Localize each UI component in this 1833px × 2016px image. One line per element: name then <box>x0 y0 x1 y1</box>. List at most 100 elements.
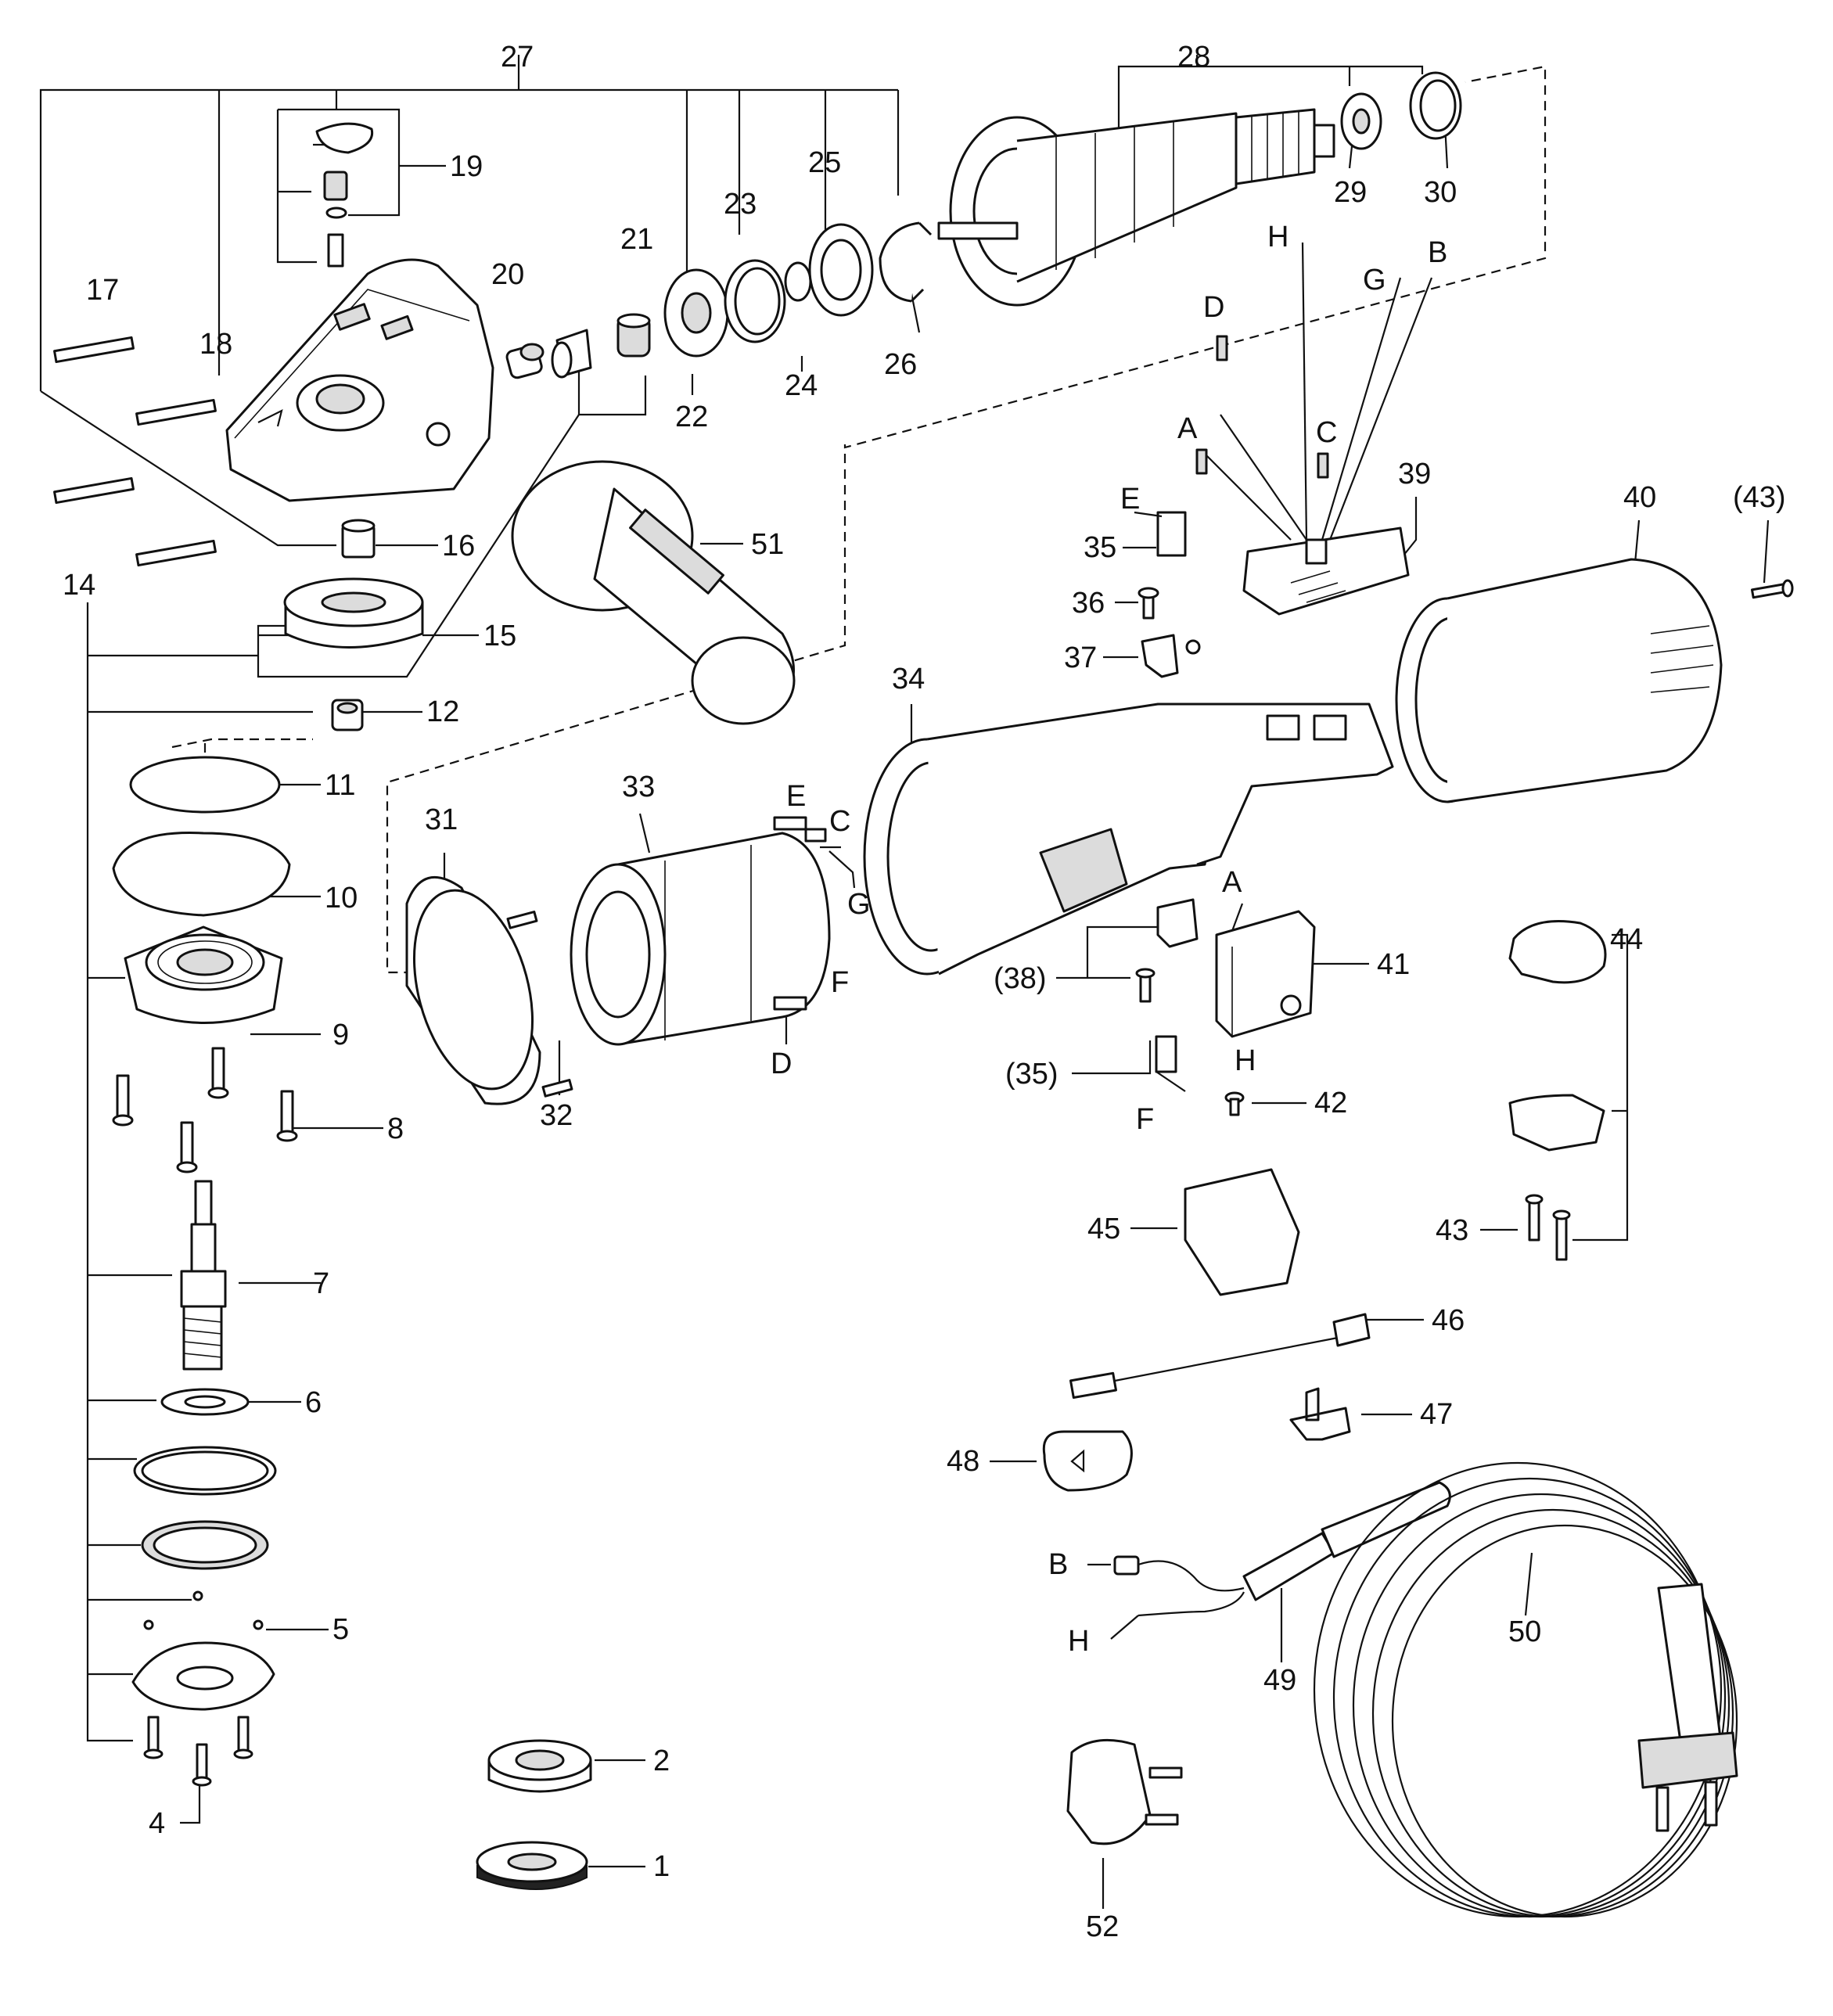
screw-8 <box>112 1047 298 1173</box>
callout-labels: 1 2 4 5 6 7 8 9 10 11 12 14 15 16 17 18 … <box>63 41 1786 1943</box>
wire-label-top-b: B <box>1428 236 1447 269</box>
callout-8: 8 <box>387 1112 404 1145</box>
wire-letter-labels: D H G B A C E E C G F D A H F B H <box>771 221 1447 1658</box>
screw-17 <box>53 336 217 567</box>
callout-45: 45 <box>1087 1213 1120 1245</box>
wire-label-stator-f: F <box>831 966 849 999</box>
fan-baffle-31 <box>405 875 541 1105</box>
wire-label-cord-b: B <box>1048 1548 1068 1581</box>
callout-35-ref: (35) <box>1005 1058 1058 1091</box>
housing-cover-40 <box>1395 558 1723 803</box>
callout-26: 26 <box>884 348 917 381</box>
callout-32: 32 <box>540 1099 573 1132</box>
callout-28: 28 <box>1177 41 1210 74</box>
cord-49 <box>1113 1481 1451 1617</box>
callout-33: 33 <box>622 771 655 803</box>
callout-12: 12 <box>426 695 459 728</box>
screw-42 <box>1224 1091 1245 1116</box>
wire-label-top-e: E <box>1120 483 1140 516</box>
circlip-26 <box>879 221 933 303</box>
callout-22: 22 <box>675 401 708 433</box>
callout-49: 49 <box>1263 1664 1296 1697</box>
callout-39: 39 <box>1398 458 1431 491</box>
callout-36: 36 <box>1072 587 1105 620</box>
callout-9: 9 <box>332 1019 349 1051</box>
callout-43-ref: (43) <box>1733 481 1786 514</box>
callout-25: 25 <box>808 146 841 179</box>
wire-label-top-h: H <box>1267 221 1288 253</box>
callout-10: 10 <box>325 882 358 915</box>
callout-18: 18 <box>199 328 232 361</box>
gasket-10 <box>112 832 291 917</box>
power-cord-50 <box>1313 1461 1738 1918</box>
gear-head-housing-18 <box>225 258 494 502</box>
callout-2: 2 <box>653 1745 670 1777</box>
callout-21: 21 <box>620 223 653 256</box>
callout-35: 35 <box>1084 531 1116 564</box>
callout-7: 7 <box>313 1267 329 1300</box>
adapter-plug-52 <box>1066 1738 1183 1845</box>
callout-44: 44 <box>1610 923 1643 956</box>
part-drawings <box>53 71 1794 1918</box>
wire-label-stator-e: E <box>786 780 806 813</box>
callout-41: 41 <box>1377 948 1410 981</box>
callout-4: 4 <box>149 1807 165 1840</box>
wire-label-stator-c: C <box>829 805 850 838</box>
callout-43: 43 <box>1436 1214 1468 1247</box>
ring-30 <box>1409 71 1462 140</box>
flange-2 <box>487 1739 592 1793</box>
callout-51: 51 <box>751 528 784 561</box>
screw-32 <box>506 911 573 1098</box>
callout-50: 50 <box>1508 1615 1541 1648</box>
screw-4 <box>143 1716 253 1787</box>
callout-6: 6 <box>305 1386 322 1419</box>
wire-label-top-a: A <box>1177 412 1198 445</box>
wire-label-stator-d: D <box>771 1048 792 1080</box>
callout-23: 23 <box>724 188 757 221</box>
callout-20: 20 <box>491 258 524 291</box>
callout-34: 34 <box>892 663 925 695</box>
leader-lines <box>39 55 1770 1909</box>
brush-holder-38 <box>1135 898 1199 1003</box>
carbon-brush-35 <box>1134 511 1187 557</box>
bushing-16 <box>341 519 376 559</box>
callout-31: 31 <box>425 803 458 836</box>
callout-42: 42 <box>1314 1087 1347 1119</box>
callout-40: 40 <box>1623 481 1656 514</box>
washer-6 <box>160 1388 250 1416</box>
callout-11: 11 <box>325 769 355 802</box>
motor-housing-34 <box>863 703 1394 976</box>
cable-guide-45 <box>1184 1168 1300 1296</box>
nut-20 <box>505 343 545 379</box>
callout-29: 29 <box>1334 176 1367 209</box>
nut-1 <box>476 1841 588 1890</box>
callout-30: 30 <box>1424 176 1457 209</box>
wire-label-top-d: D <box>1203 291 1224 324</box>
wire-label-top-c: C <box>1316 416 1337 449</box>
callout-5: 5 <box>332 1613 349 1646</box>
bushing-12 <box>331 699 364 731</box>
callout-48: 48 <box>947 1445 979 1478</box>
callout-14: 14 <box>63 569 95 602</box>
wire-label-top-g: G <box>1363 264 1386 296</box>
callout-46: 46 <box>1432 1304 1465 1337</box>
wire-label-switch-a: A <box>1222 866 1242 899</box>
ring-15 <box>283 577 424 649</box>
stator-33 <box>570 816 831 1046</box>
bearing-29 <box>1340 92 1382 150</box>
brush-holder-37 <box>1141 634 1201 678</box>
ring-23 <box>724 259 786 343</box>
carbon-brush-35-lower <box>1155 1035 1186 1092</box>
callout-17: 17 <box>86 274 119 307</box>
callout-19: 19 <box>450 150 483 183</box>
callout-47: 47 <box>1420 1398 1453 1431</box>
callout-52: 52 <box>1086 1910 1119 1943</box>
o-ring-11 <box>129 756 281 814</box>
lock-button-48 <box>1042 1430 1133 1492</box>
handle-clamp-44 <box>1508 920 1607 1261</box>
callout-27: 27 <box>501 41 534 74</box>
wire-label-switch-h: H <box>1235 1044 1256 1077</box>
connector-46 <box>1069 1313 1371 1400</box>
washer-25 <box>808 223 874 317</box>
